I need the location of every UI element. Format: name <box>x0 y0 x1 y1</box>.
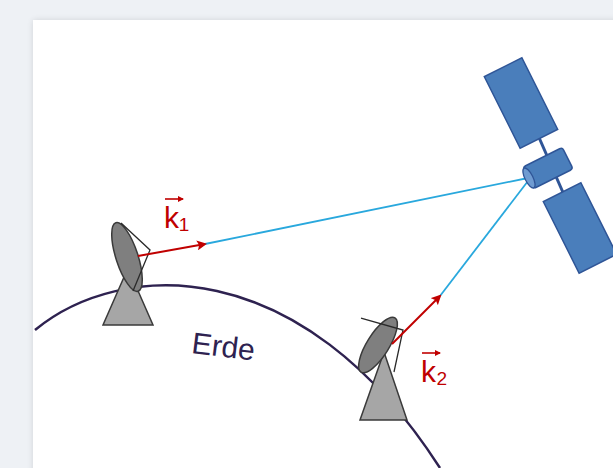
satellite <box>484 58 613 273</box>
vector-arrow <box>422 352 440 354</box>
earth-outline <box>35 285 440 468</box>
antenna <box>103 219 205 325</box>
vector-label: k₂ <box>421 357 448 387</box>
signal-line <box>440 181 528 296</box>
vector-arrow <box>165 198 183 200</box>
region-label: Erde <box>190 328 257 365</box>
signal-line <box>205 178 528 244</box>
vector-label: k₁ <box>164 203 189 233</box>
